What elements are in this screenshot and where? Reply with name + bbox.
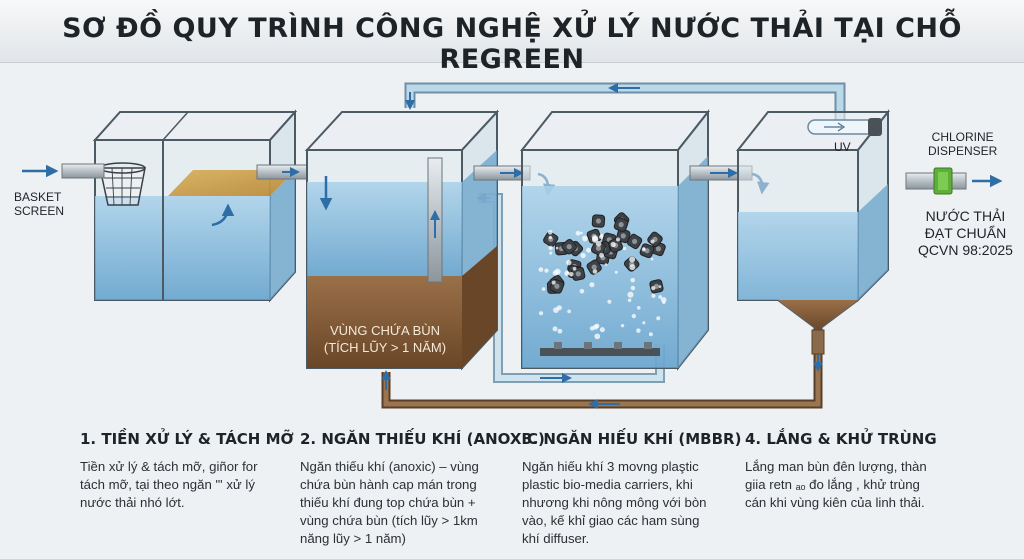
air-bubble <box>592 235 598 241</box>
air-bubble <box>539 311 543 315</box>
air-bubble <box>637 306 641 310</box>
chlorine-dispenser-icon <box>938 172 948 190</box>
air-bubble <box>549 236 552 239</box>
air-bubble <box>623 247 626 250</box>
air-bubble <box>636 328 641 333</box>
air-bubble <box>542 287 546 291</box>
step-1-title: 1. TIỀN XỬ LÝ & TÁCH MỠ <box>80 430 294 448</box>
air-bubble <box>539 267 544 272</box>
air-bubble <box>553 326 558 331</box>
air-bubble <box>650 240 654 244</box>
air-bubble <box>567 272 570 275</box>
air-bubble <box>662 301 665 304</box>
air-bubble <box>549 252 552 255</box>
step-3-title: 3. NGĂN HIẾU KHÍ (MBBR) <box>522 430 741 448</box>
uv-label: UV <box>834 140 851 154</box>
air-bubble <box>607 300 611 304</box>
air-bubble <box>548 246 552 250</box>
air-bubble <box>651 286 655 290</box>
air-bubble <box>580 289 585 294</box>
air-bubble <box>621 324 624 327</box>
air-bubble <box>581 253 586 258</box>
air-bubble <box>552 281 556 285</box>
bio-media-carrier <box>592 215 605 228</box>
air-bubble <box>649 332 653 336</box>
step-2-title: 2. NGĂN THIẾU KHÍ (ANOXIC) <box>300 430 545 448</box>
air-bubble <box>553 307 559 313</box>
air-bubble <box>557 329 562 334</box>
air-bubble <box>573 267 577 271</box>
air-bubble <box>593 269 598 274</box>
effluent-label: NƯỚC THẢI ĐẠT CHUẨN QCVN 98:2025 <box>918 208 1013 259</box>
air-bubble <box>590 326 595 331</box>
air-bubble <box>566 260 571 265</box>
air-bubble <box>627 292 633 298</box>
air-bubble <box>651 294 655 298</box>
air-bubble <box>629 264 635 270</box>
air-bubble <box>616 237 620 241</box>
tank-settling <box>738 112 888 354</box>
air-bubble <box>567 310 571 314</box>
air-bubble <box>556 247 559 250</box>
air-bubble <box>642 321 645 324</box>
basket-screen-icon <box>100 163 145 205</box>
air-bubble <box>631 286 635 290</box>
inlet-pipe <box>22 164 104 178</box>
air-bubble <box>628 299 632 303</box>
air-bubble <box>599 253 604 258</box>
air-bubble <box>658 295 662 299</box>
air-bubble <box>586 248 591 253</box>
uv-lamp-icon <box>808 118 882 136</box>
sludge-zone-label: VÙNG CHỨA BÙN (TÍCH LŨY > 1 NĂM) <box>310 322 460 356</box>
bio-media-carrier <box>649 279 663 293</box>
air-bubble <box>605 263 608 266</box>
air-bubble <box>611 242 616 247</box>
air-bubble <box>615 271 618 274</box>
air-bubble <box>569 272 573 276</box>
air-bubble <box>656 316 660 320</box>
chlorine-dispenser-label: CHLORINE DISPENSER <box>928 130 997 158</box>
basket-screen-label: BASKET SCREEN <box>14 190 64 218</box>
air-bubble <box>599 235 603 239</box>
air-bubble <box>594 333 600 339</box>
air-bubble <box>651 258 654 261</box>
pipe-1-2 <box>257 165 307 179</box>
tank-aerobic-mbbr <box>522 112 708 368</box>
air-bubble <box>580 232 583 235</box>
air-bubble <box>600 327 605 332</box>
air-bubble <box>582 236 588 242</box>
tank-pretreatment <box>95 112 295 300</box>
air-bubble <box>548 230 553 235</box>
air-bubble <box>630 278 635 283</box>
air-bubble <box>632 314 636 318</box>
outlet-pipe <box>906 168 1000 194</box>
step-4-title: 4. LẮNG & KHỬ TRÙNG <box>745 430 937 448</box>
air-bubble <box>555 269 561 275</box>
air-bubble <box>544 268 548 272</box>
air-bubble <box>659 285 662 288</box>
air-bubble <box>576 231 581 236</box>
air-bubble <box>589 282 594 287</box>
air-bubble <box>629 256 635 262</box>
process-diagram <box>0 62 1024 422</box>
air-bubble <box>642 248 646 252</box>
air-bubble <box>596 241 601 246</box>
